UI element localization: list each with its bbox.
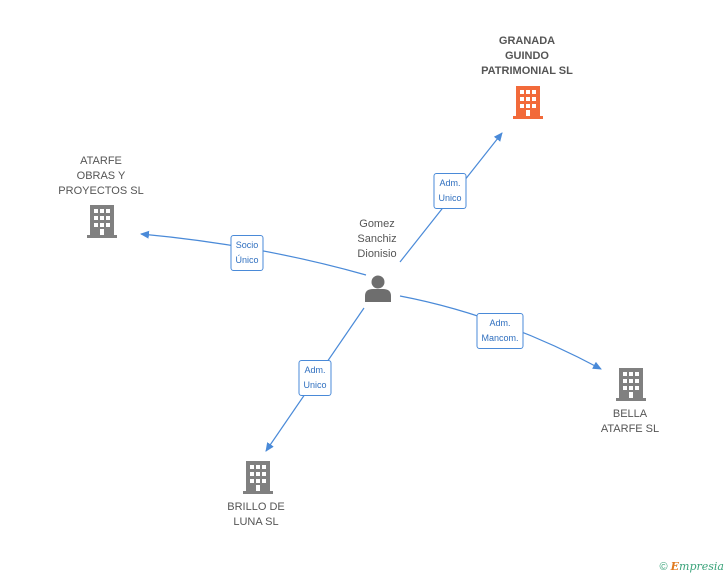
building-icon[interactable] xyxy=(87,205,117,238)
copyright-footer[interactable]: © Empresia xyxy=(659,560,724,573)
company-name-brillo[interactable]: BRILLO DE LUNA SL xyxy=(227,501,285,528)
person-icon[interactable] xyxy=(364,274,392,302)
copyright-symbol: © xyxy=(659,561,668,573)
company-name-granada[interactable]: GRANADA GUINDO PATRIMONIAL SL xyxy=(481,35,573,77)
building-icon[interactable] xyxy=(513,86,543,119)
brand-logo: Empresia xyxy=(670,560,724,573)
person-name: Gomez Sanchiz Dionisio xyxy=(357,218,397,260)
building-icon[interactable] xyxy=(243,461,273,494)
relation-label-atarfe: Socio Único xyxy=(230,235,264,271)
relation-label-brillo: Adm. Unico xyxy=(298,360,332,396)
building-icon[interactable] xyxy=(616,368,646,401)
company-name-atarfe[interactable]: ATARFE OBRAS Y PROYECTOS SL xyxy=(58,155,144,197)
relation-label-granada: Adm. Unico xyxy=(433,173,467,209)
relation-label-bella: Adm. Mancom. xyxy=(476,313,524,349)
company-name-bella[interactable]: BELLA ATARFE SL xyxy=(600,408,660,435)
